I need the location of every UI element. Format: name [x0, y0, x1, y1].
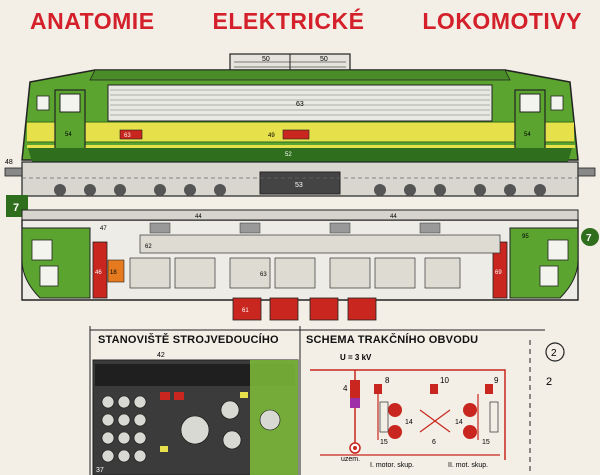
schema-num-15a: 15 [380, 439, 388, 446]
body-lower-label: 52 [285, 152, 292, 158]
schema-diagram: U = 3 kV 4 8 10 [310, 353, 506, 469]
grille-label: 63 [296, 101, 304, 108]
circle-label: 2 [551, 348, 557, 359]
cab-46-label: 46 [95, 270, 102, 276]
locomotive-body: 63 54 54 63 49 52 [21, 69, 579, 162]
cab-right-label: 54 [524, 132, 531, 138]
schema-num-9: 9 [494, 376, 499, 385]
floor-label-47: 47 [100, 226, 107, 232]
bottom-panels: 37 42 U = 3 kV [89, 326, 565, 475]
floor-plan: 44 44 47 46 18 69 95 [21, 209, 579, 321]
unit-61-label: 61 [242, 308, 249, 314]
schema-num-6: 6 [432, 439, 436, 446]
page-title: ANATOMIE ELEKTRICKÉ LOKOMOTIVY [0, 8, 600, 35]
schema-voltage: U = 3 kV [340, 353, 372, 362]
dashboard-label-37: 37 [96, 467, 104, 474]
panel-right-title: SCHEMA TRAKČNÍHO OBVODU [306, 334, 479, 346]
unit-63-label: 63 [260, 272, 267, 278]
panel-left-title: STANOVIŠTĚ STROJVEDOUCÍHO [98, 334, 279, 346]
side-number: 2 [546, 376, 552, 388]
number-plate: 63 [124, 133, 131, 139]
schema-ground-label: uzem. [341, 456, 360, 463]
schema-num-10: 10 [440, 376, 449, 385]
edge-right-bottom-label: 7 [586, 233, 592, 244]
schema-num-14b: 14 [455, 419, 463, 426]
unit-62-label: 62 [145, 244, 152, 250]
schema-num-15b: 15 [482, 439, 490, 446]
schema-group-1: I. motor. skup. [370, 462, 414, 469]
cab-95-label: 95 [522, 234, 529, 240]
cab-18-label: 18 [110, 270, 117, 276]
roof-label-right: 50 [320, 56, 328, 63]
title-word-1: ANATOMIE [30, 8, 155, 34]
side-markers: 7 7 [6, 195, 599, 246]
schema-group-2: II. mot. skup. [448, 462, 488, 469]
roof-label-left: 50 [262, 56, 270, 63]
schema-num-8: 8 [385, 376, 390, 385]
cab-69-label: 69 [495, 270, 502, 276]
cab-left-label: 54 [65, 132, 72, 138]
schema-num-14a: 14 [405, 419, 413, 426]
body-mid-label: 49 [268, 133, 275, 139]
underframe-label: 53 [295, 182, 303, 189]
floor-label-44b: 44 [390, 214, 397, 220]
dashboard-label-42: 42 [157, 352, 165, 359]
title-word-2: ELEKTRICKÉ [212, 8, 365, 34]
floor-label-44a: 44 [195, 214, 202, 220]
schema-num-4: 4 [343, 384, 348, 393]
edge-left-label: 48 [5, 159, 13, 166]
underframe: 53 48 [4, 159, 596, 197]
edge-left-bottom-label: 7 [13, 202, 19, 214]
title-word-3: LOKOMOTIVY [422, 8, 582, 34]
